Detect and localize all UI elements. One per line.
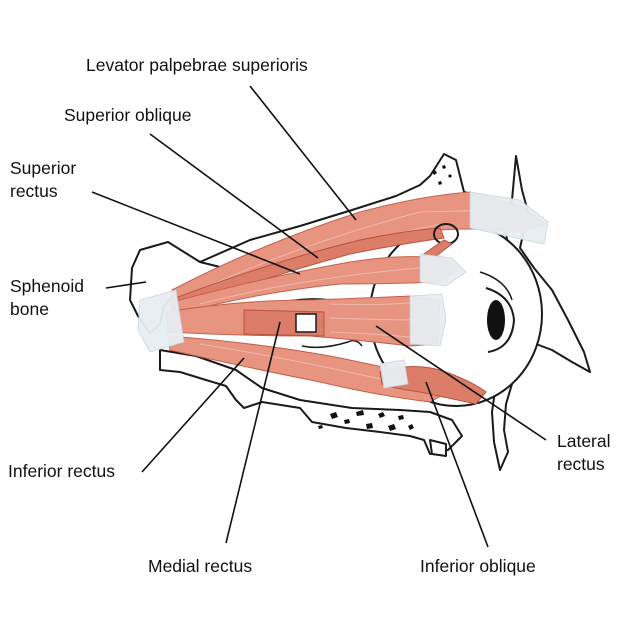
medial-rectus-window	[295, 313, 317, 333]
superior-oblique-muscle-shape	[169, 227, 445, 311]
inferior-rectus-muscle-shape	[167, 335, 449, 403]
leader-lines	[91, 85, 547, 548]
muscles	[137, 191, 549, 405]
label-inferior-rectus: Inferior rectus	[8, 461, 115, 481]
leader-sphenoid	[105, 281, 147, 289]
label-inferior-oblique: Inferior oblique	[420, 556, 536, 576]
label-superior-rectus: Superior rectus	[10, 158, 77, 201]
leader-lateral-rectus	[375, 325, 547, 441]
label-levator-palpebrae-superioris: Levator palpebrae superioris	[86, 55, 308, 75]
leader-medial-rectus	[225, 321, 281, 544]
label-superior-oblique: Superior oblique	[64, 105, 192, 125]
label-medial-rectus: Medial rectus	[148, 556, 253, 576]
annulus-tendon-shape	[137, 289, 185, 353]
orbital-floor-shape	[159, 349, 463, 455]
leader-levator	[249, 85, 357, 221]
label-lateral-rectus: Lateral rectus	[557, 431, 611, 474]
leader-superior-oblique	[149, 133, 319, 259]
label-sphenoid-bone: Sphenoid bone	[10, 276, 84, 319]
pupil-shape	[487, 300, 505, 340]
leader-inferior-rectus	[141, 357, 245, 473]
leader-inferior-oblique	[425, 381, 489, 548]
leader-superior-rectus	[91, 191, 301, 275]
